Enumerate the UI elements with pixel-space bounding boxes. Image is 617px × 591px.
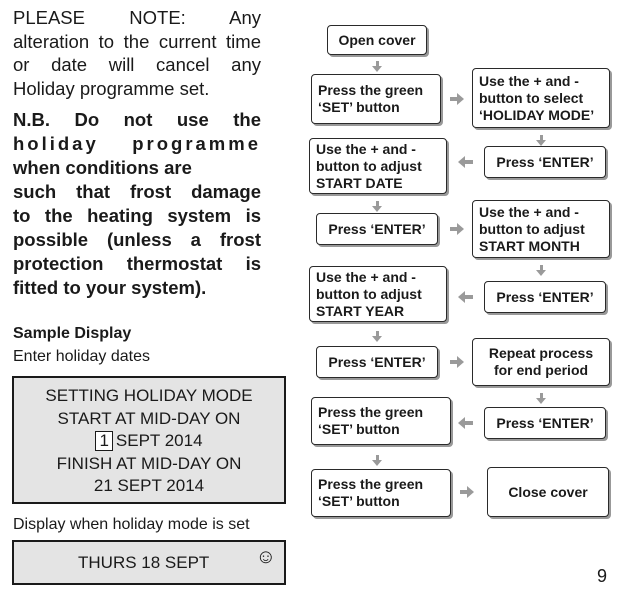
step-label: Press the green ‘SET’ button — [318, 82, 424, 115]
step-label: Press ‘ENTER’ — [496, 288, 594, 305]
step-label: Open cover — [338, 31, 416, 48]
step-label: Use the + and - button to select ‘HOLIDA… — [479, 72, 595, 123]
step-label: Use the + and - button to adjust START D… — [316, 140, 422, 191]
arrow-down-icon — [372, 455, 382, 466]
nb-line: fitted to your system). — [13, 277, 207, 298]
step-label: Press ‘ENTER’ — [496, 153, 594, 170]
step-enter-2: Press ‘ENTER’ — [316, 213, 438, 245]
arrow-right-icon — [450, 93, 464, 105]
nb-line: N.B. Do not use the — [13, 109, 261, 130]
arrow-left-icon — [458, 417, 473, 429]
step-enter-5: Press ‘ENTER’ — [484, 407, 606, 439]
please-note-line1: PLEASE NOTE: Any — [13, 7, 261, 28]
lcd-cursor: 1 — [95, 431, 113, 451]
sample-display-subheading: Enter holiday dates — [13, 348, 150, 365]
step-adjust-start-date: Use the + and - button to adjust START D… — [309, 138, 447, 194]
holiday-set-label: Display when holiday mode is set — [13, 516, 250, 533]
step-close-cover: Close cover — [487, 467, 609, 517]
arrow-right-icon — [450, 356, 464, 368]
step-label: Repeat process for end period — [488, 345, 594, 378]
arrow-down-icon — [536, 135, 546, 146]
nb-line: such that frost damage — [13, 181, 261, 202]
nb-line: possible (unless a frost — [13, 229, 261, 250]
step-label: Use the + and - button to adjust START Y… — [316, 268, 422, 319]
sample-display-heading: Sample Display — [13, 325, 132, 342]
step-press-set-1: Press the green ‘SET’ button — [311, 74, 441, 124]
please-note-paragraph: PLEASE NOTE: Any alteration to the curre… — [13, 6, 261, 100]
step-label: Use the + and - button to adjust START M… — [479, 203, 585, 254]
step-label: Close cover — [508, 483, 588, 500]
step-adjust-start-month: Use the + and - button to adjust START M… — [472, 200, 610, 258]
nb-line: when conditions are — [13, 157, 192, 178]
lcd-line-rest: SEPT 2014 — [115, 431, 203, 450]
step-enter-4: Press ‘ENTER’ — [316, 346, 438, 378]
arrow-down-icon — [372, 201, 382, 212]
step-repeat-end-period: Repeat process for end period — [472, 338, 610, 386]
nb-line: to the heating system is — [13, 205, 261, 226]
arrow-left-icon — [458, 156, 473, 168]
step-label: Press ‘ENTER’ — [328, 220, 426, 237]
step-enter-1: Press ‘ENTER’ — [484, 146, 606, 178]
nb-line: holiday programme — [13, 133, 261, 154]
sample-lcd-display: SETTING HOLIDAY MODE START AT MID-DAY ON… — [12, 376, 286, 504]
lcd-line: 21 SEPT 2014 — [93, 476, 205, 495]
step-label: Press the green ‘SET’ button — [318, 476, 424, 509]
holiday-set-text: THURS 18 SEPT — [78, 553, 210, 572]
step-label: Press ‘ENTER’ — [496, 414, 594, 431]
step-enter-3: Press ‘ENTER’ — [484, 281, 606, 313]
please-note-text: alteration to the current time or date w… — [13, 30, 261, 99]
arrow-down-icon — [536, 265, 546, 276]
lcd-line: START AT MID-DAY ON — [57, 408, 241, 428]
step-label: Press ‘ENTER’ — [328, 353, 426, 370]
step-press-set-2: Press the green ‘SET’ button — [311, 397, 451, 445]
lcd-line: SETTING HOLIDAY MODE — [45, 386, 253, 405]
step-press-set-3: Press the green ‘SET’ button — [311, 469, 451, 517]
arrow-down-icon — [372, 331, 382, 342]
arrow-down-icon — [536, 393, 546, 404]
step-open-cover: Open cover — [327, 25, 427, 55]
step-label: Press the green ‘SET’ button — [318, 404, 424, 437]
lcd-line: FINISH AT MID-DAY ON — [56, 453, 242, 473]
step-adjust-start-year: Use the + and - button to adjust START Y… — [309, 266, 447, 322]
holiday-set-lcd-display: THURS 18 SEPT ☺ — [12, 540, 286, 585]
nb-line: protection thermostat is — [13, 253, 261, 274]
arrow-down-icon — [372, 61, 382, 72]
nb-warning-paragraph: N.B. Do not use the holiday programme wh… — [13, 108, 261, 300]
arrow-left-icon — [458, 291, 473, 303]
smiley-icon: ☺ — [255, 546, 276, 568]
page-number: 9 — [597, 566, 608, 586]
step-select-holiday-mode: Use the + and - button to select ‘HOLIDA… — [472, 68, 610, 128]
arrow-right-icon — [460, 486, 474, 498]
arrow-right-icon — [450, 223, 464, 235]
